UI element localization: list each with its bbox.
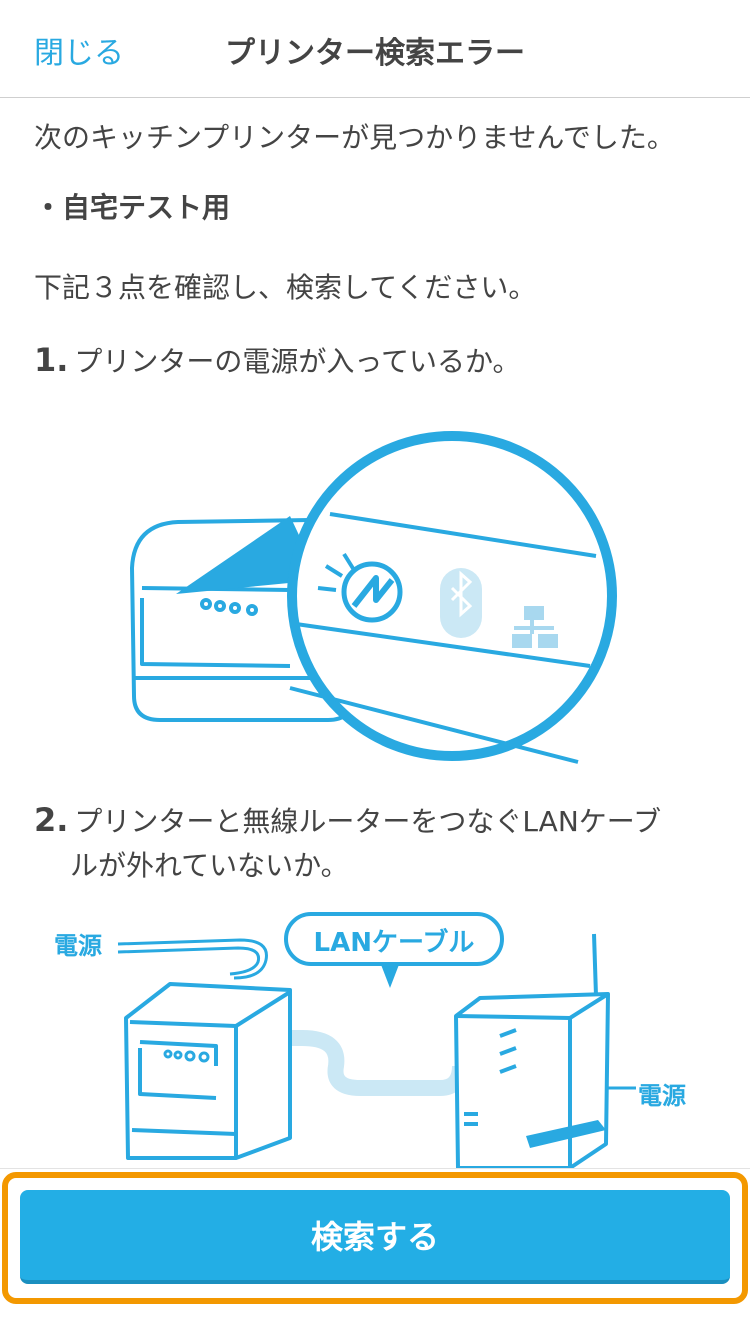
power-label-right: 電源 (638, 1082, 686, 1110)
step-2-number: 2. (34, 801, 69, 839)
lan-cable-label: LANケーブル (313, 928, 475, 958)
step-2: 2.プリンターと無線ルーターをつなぐLANケーブ ルが外れていないか。 (34, 798, 661, 888)
scroll-content[interactable]: 次のキッチンプリンターが見つかりませんでした。 ・自宅テスト用 下記３点を確認し… (0, 98, 750, 1168)
power-label-left: 電源 (54, 932, 102, 960)
close-button[interactable]: 閉じる (34, 36, 124, 71)
navigation-bar: 閉じる プリンター検索エラー (0, 0, 750, 98)
printer-name: ・自宅テスト用 (34, 191, 231, 224)
button-highlight (2, 1172, 748, 1304)
instruction-text: 下記３点を確認し、検索してください。 (34, 271, 537, 304)
step-1-text: プリンターの電源が入っているか。 (74, 345, 521, 378)
step-1: 1.プリンターの電源が入っているか。 (34, 340, 520, 380)
step-1-number: 1. (34, 341, 69, 379)
printer-power-illustration (130, 431, 617, 764)
step-2-text-line1: プリンターと無線ルーターをつなぐLANケーブ (74, 805, 662, 838)
lan-cable-illustration (117, 912, 636, 1168)
not-found-message: 次のキッチンプリンターが見つかりませんでした。 (34, 121, 675, 154)
page-title: プリンター検索エラー (225, 36, 525, 71)
search-button[interactable]: 検索する (20, 1190, 730, 1284)
step-2-text-line2: ルが外れていないか。 (70, 849, 349, 882)
